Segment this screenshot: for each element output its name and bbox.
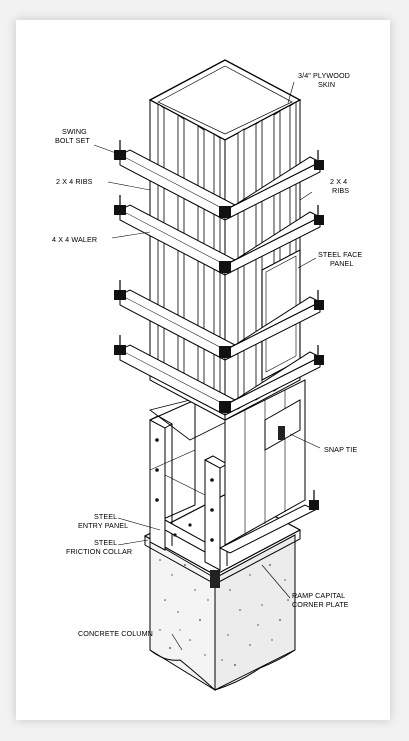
concrete-column-label: CONCRETE COLUMN — [78, 629, 153, 638]
snap-tie-label: SNAP TIE — [324, 445, 357, 454]
steel-face-panel-label: STEEL FACE — [318, 250, 362, 259]
entry-panel-label: STEEL — [94, 512, 117, 521]
ramp-plate-label-2: CORNER PLATE — [292, 600, 349, 609]
walers — [118, 149, 322, 416]
friction-collar-label: STEEL — [94, 538, 117, 547]
labels: 3/4" PLYWOOD SKIN SWING BOLT SET 2 X 4 R… — [52, 71, 362, 638]
plywood-skin-label-2: SKIN — [318, 80, 335, 89]
waler-label: 4 X 4 WALER — [52, 235, 97, 244]
ribs-right-label-2: RIBS — [332, 186, 349, 195]
friction-collar-label-2: FRICTION COLLAR — [66, 547, 132, 556]
steel-face-panel-label-2: PANEL — [330, 259, 354, 268]
entry-panel-label-2: ENTRY PANEL — [78, 521, 128, 530]
lower-right-form — [218, 379, 317, 554]
ribs-right-label: 2 X 4 — [330, 177, 347, 186]
swing-bolt-label: SWING — [62, 127, 87, 136]
swing-bolt-label-2: BOLT SET — [55, 136, 90, 145]
ribs-left-label: 2 X 4 RIBS — [56, 177, 93, 186]
swing-bolt-sets — [114, 150, 324, 510]
bolt-pins — [119, 140, 319, 500]
leader-lines — [93, 81, 321, 651]
ramp-plate-label: RAMP CAPITAL — [292, 591, 345, 600]
plywood-skin-label: 3/4" PLYWOOD — [298, 71, 350, 80]
